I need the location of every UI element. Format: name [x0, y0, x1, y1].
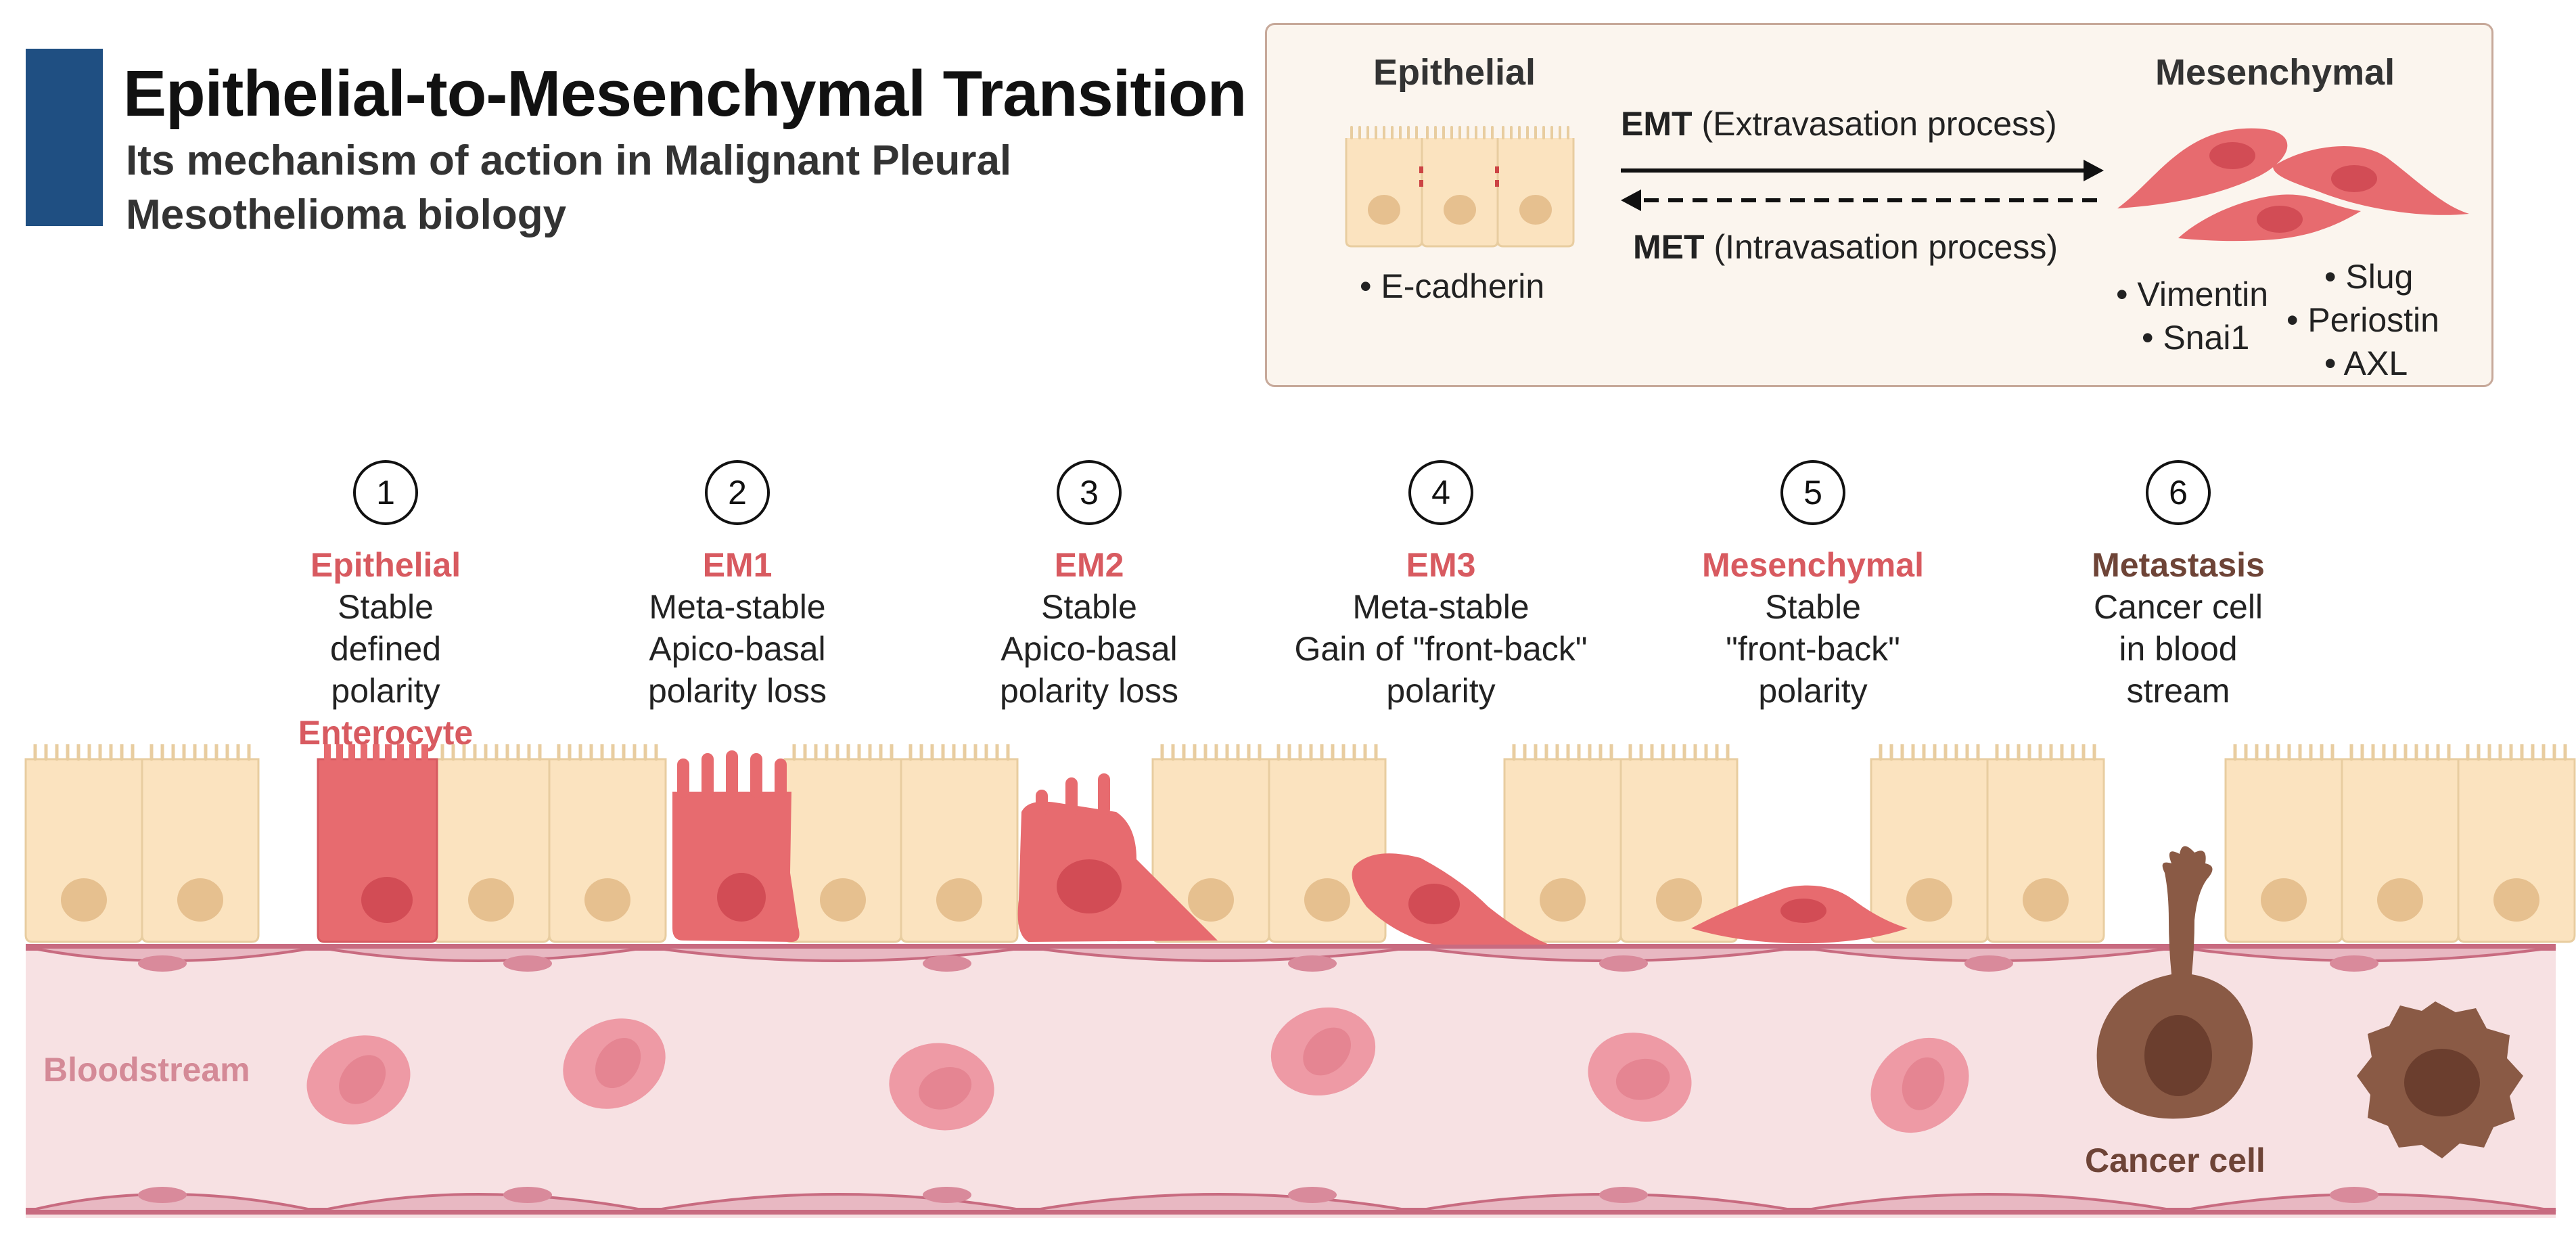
stage-desc-line: polarity loss — [1000, 672, 1178, 710]
stage-desc-line: Stable — [338, 588, 434, 626]
step-number-3: 3 — [1057, 460, 1122, 525]
legend-mesenchymal-label: Mesenchymal — [2155, 52, 2395, 93]
mesenchymal-marker-vimentin: • Vimentin — [2116, 275, 2269, 313]
step-number-4: 4 — [1408, 460, 1473, 525]
stage-desc-line: Cancer cell — [2093, 588, 2263, 626]
stage-1: 1 Epithelial Stable defined polarity Ent… — [271, 460, 501, 754]
legend-epithelial-cells — [1345, 126, 1575, 248]
emt-arrow — [1621, 160, 2104, 181]
stage-desc-line: polarity — [1386, 672, 1496, 710]
mesenchymal-marker-snai1: • Snai1 — [2142, 319, 2250, 357]
mesenchymal-marker-periostin: • Periostin — [2286, 301, 2439, 339]
mesenchymal-marker-slug: • Slug — [2324, 258, 2414, 296]
page-subtitle: Its mechanism of action in Malignant Ple… — [126, 137, 1012, 238]
epithelial-marker: • E-cadherin — [1360, 267, 1545, 305]
stage-desc-line: polarity — [1758, 672, 1868, 710]
stage-desc-line: Gain of "front-back" — [1294, 630, 1588, 668]
stage-3: 3 EM2 Stable Apico-basal polarity loss — [961, 460, 1218, 712]
stage1-cell — [317, 744, 438, 943]
stage-name: EM2 — [1054, 546, 1124, 584]
stage-desc-line: polarity — [331, 672, 440, 710]
stage-5: 5 Mesenchymal Stable "front-back" polari… — [1678, 460, 1948, 712]
vessel-endothelium-bottom — [26, 1193, 2556, 1213]
emt-label: EMT (Extravasation process) — [1621, 105, 2057, 143]
met-label: MET (Intravasation process) — [1633, 228, 2058, 266]
stage-name: EM1 — [702, 546, 773, 584]
step-number-1: 1 — [353, 460, 418, 525]
step-number-2: 2 — [705, 460, 770, 525]
tissue-illustration — [0, 744, 2576, 1218]
legend-epithelial-label: Epithelial — [1373, 52, 1536, 93]
page-title: Epithelial-to-Mesenchymal Transition — [123, 58, 1247, 130]
stage-desc-line: defined — [329, 630, 442, 668]
stage-desc-line: polarity loss — [648, 672, 827, 710]
mesenchymal-marker-axl: • AXL — [2324, 344, 2408, 382]
endothelial-nuclei — [138, 955, 2378, 1203]
stage-4: 4 EM3 Meta-stable Gain of "front-back" p… — [1272, 460, 1610, 712]
title-accent-bar — [26, 49, 103, 226]
stage-name: Metastasis — [2092, 546, 2265, 584]
step-number-6: 6 — [2146, 460, 2211, 525]
stage5-cell — [1691, 885, 1908, 944]
stage-6: 6 Metastasis Cancer cell in blood stream — [2056, 460, 2300, 712]
stage-desc-line: Apico-basal — [1001, 630, 1178, 668]
intravasating-cancer-cell — [2096, 846, 2253, 1119]
stage-desc-line: Meta-stable — [649, 588, 826, 626]
stage-desc-line: stream — [2126, 672, 2230, 710]
stage-desc-line: Meta-stable — [1352, 588, 1530, 626]
step-number-5: 5 — [1780, 460, 1845, 525]
stage-desc-line: "front-back" — [1726, 630, 1900, 668]
stage-name: Epithelial — [310, 546, 461, 584]
stage-desc-line: Stable — [1765, 588, 1861, 626]
bloodstream-label: Bloodstream — [43, 1051, 250, 1089]
met-arrow — [1621, 189, 2104, 211]
stage3-cell — [1017, 773, 1218, 942]
stage-2: 2 EM1 Meta-stable Apico-basal polarity l… — [609, 460, 866, 712]
legend-illustration — [1345, 126, 2469, 248]
cancer-cell-label: Cancer cell — [2085, 1141, 2266, 1179]
stage2-cell — [672, 750, 800, 942]
stage4-cell — [1352, 853, 1549, 945]
legend-mesenchymal-cells — [2117, 128, 2469, 242]
stage-desc-line: Apico-basal — [649, 630, 826, 668]
stage-desc-line: Stable — [1041, 588, 1137, 626]
stage-name: EM3 — [1406, 546, 1476, 584]
stage-name: Mesenchymal — [1702, 546, 1924, 584]
circulating-cancer-cell — [2357, 1001, 2523, 1158]
vessel-endothelium-top — [26, 945, 2556, 962]
stage-desc-line: in blood — [2119, 630, 2238, 668]
